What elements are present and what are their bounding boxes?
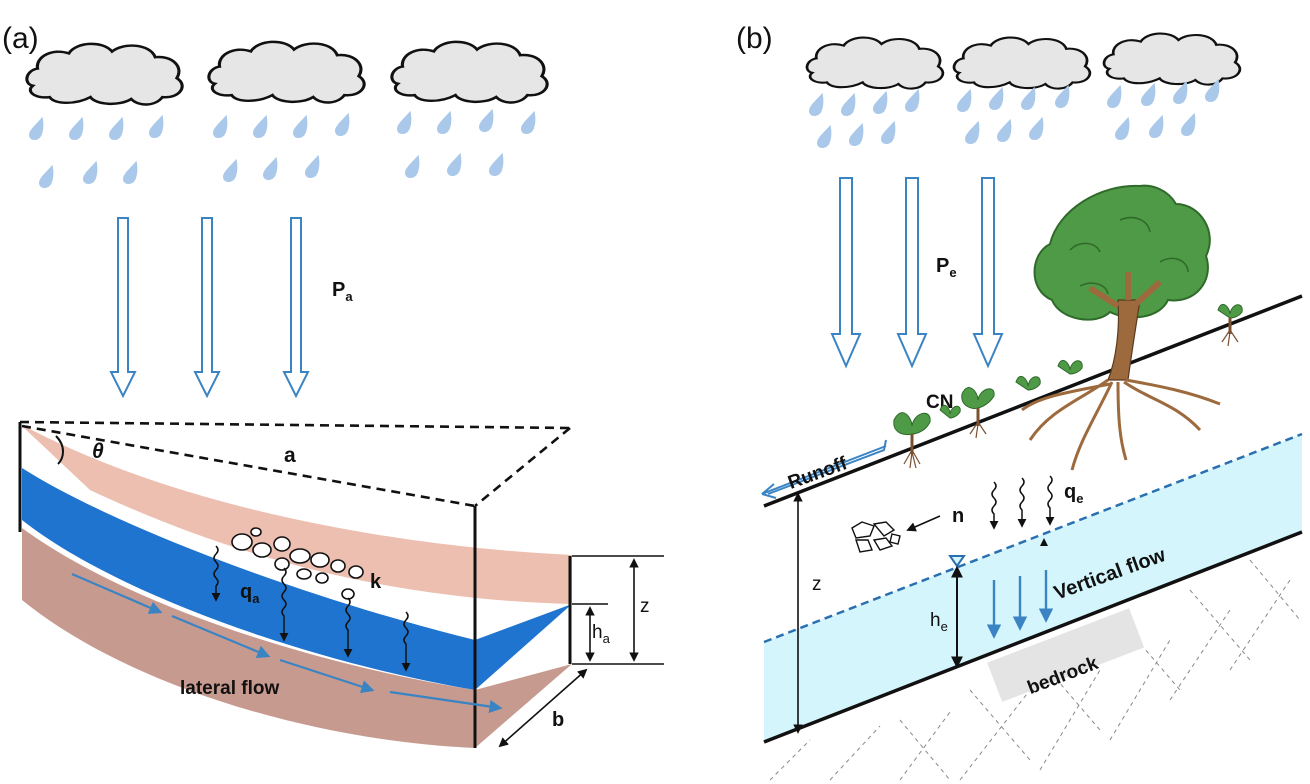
water-table-marker-icon (948, 555, 966, 568)
precipitation-arrows-b (830, 177, 1004, 369)
plant-icon (893, 412, 931, 469)
porosity-label: n (952, 505, 964, 527)
bedrock-box (987, 608, 1145, 702)
bedrock-hatch (769, 559, 1301, 781)
aquifer-layer (22, 468, 572, 690)
pebbles-icon (231, 527, 364, 600)
water-label-a: ha (592, 622, 611, 646)
cloud-icon (207, 40, 366, 105)
cloud-icon (1102, 32, 1242, 86)
plant-icon (1057, 359, 1083, 375)
panel-a: (a) (2, 22, 664, 748)
depth-label-a: z (640, 596, 650, 617)
precip-label-b: Pe (936, 255, 957, 280)
soil-top-layer (22, 426, 572, 604)
water-table (763, 432, 1303, 644)
lateral-flow-arrows (71, 572, 503, 714)
water-table-tick-icon (1040, 538, 1048, 546)
infil-label-b: qe (1064, 481, 1083, 506)
cloud-icon (805, 36, 945, 90)
porosity-pointer (906, 515, 941, 532)
plant-icon (961, 387, 995, 439)
plant-icon (1015, 375, 1041, 391)
soil-base-layer (22, 528, 572, 748)
tree-icon (1021, 184, 1221, 471)
slope-angle-arc (55, 435, 64, 465)
groundwater-zone (764, 434, 1302, 742)
bedrock-surface (763, 530, 1303, 744)
cloud-icon (390, 40, 549, 105)
plant-icon (1217, 303, 1243, 347)
ground-surface (763, 294, 1303, 508)
panel-a-label: (a) (2, 22, 39, 55)
panel-b: (b) (736, 22, 1303, 781)
angle-label: θ (92, 440, 104, 463)
conductivity-label: k (370, 571, 382, 593)
precip-label-a: Pa (332, 279, 353, 304)
plant-icon (939, 404, 961, 419)
cloud-icon (952, 36, 1092, 90)
cloud-icon (25, 42, 184, 107)
infil-label-a: qa (240, 581, 260, 606)
infiltration-arrows-b (989, 475, 1055, 530)
rain-drops-a (27, 106, 541, 191)
dimension-lines-a (498, 555, 664, 748)
depth-label-b: z (812, 574, 822, 595)
vertical-flow-arrows (986, 570, 1054, 639)
precipitation-arrows-a (109, 217, 310, 399)
width-label: b (552, 709, 564, 731)
runoff-arrow (761, 445, 887, 499)
length-label-a: a (284, 444, 296, 467)
prism-edges-dashed (19, 420, 571, 508)
water-label-b: he (930, 610, 948, 634)
infiltration-arrows-a (211, 545, 411, 672)
runoff-label: Runoff (785, 453, 850, 494)
panel-b-label: (b) (736, 22, 773, 55)
lateral-flow-label: lateral flow (180, 678, 279, 699)
pebbles-icon (851, 521, 901, 553)
